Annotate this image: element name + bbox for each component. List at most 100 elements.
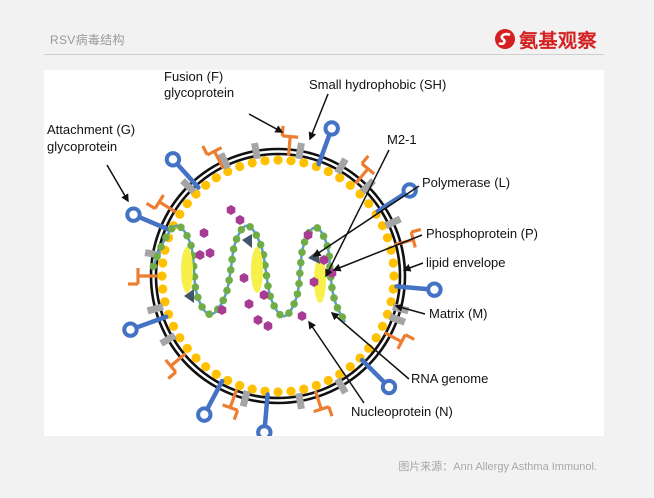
- callout-arrows: [106, 93, 426, 404]
- attachment-g-protein: [134, 314, 169, 330]
- fusion-f-arm: [410, 227, 422, 234]
- label-matrix: Matrix (M): [429, 306, 488, 321]
- phosphoprotein-p: [239, 273, 249, 283]
- sh-protein: [217, 152, 231, 170]
- polymerase-l: [242, 234, 252, 248]
- phosphoprotein-p: [205, 248, 215, 258]
- label-fusion-line1: Fusion (F): [164, 70, 223, 84]
- sh-protein: [334, 377, 349, 395]
- nucleoprotein-bead: [252, 231, 261, 239]
- nucleoprotein-bead: [270, 302, 278, 310]
- nucleoprotein-bead: [264, 282, 272, 290]
- header-divider: [44, 54, 604, 55]
- nucleoprotein-bead: [205, 310, 214, 319]
- label-lipid-envelope: lipid envelope: [426, 255, 506, 270]
- fusion-f-arm: [167, 370, 177, 380]
- fusion-f-arm: [360, 154, 370, 165]
- m2-1-protein: [314, 257, 326, 303]
- fusion-f-stem: [213, 150, 225, 169]
- matrix-bead: [388, 258, 398, 268]
- matrix-bead: [175, 333, 185, 343]
- label-phosphoprotein: Phosphoprotein (P): [426, 226, 538, 241]
- nucleoprotein-bead: [290, 300, 298, 308]
- sh-protein: [384, 215, 402, 229]
- label-fusion-line2: glycoprotein: [164, 85, 234, 100]
- attachment-g-protein: [175, 162, 201, 190]
- nucleoprotein-bead: [187, 241, 195, 250]
- image-source-caption: 图片来源：Ann Allergy Asthma Immunol.: [398, 461, 597, 473]
- arrow-rna-genome: [330, 312, 410, 380]
- nucleoprotein-bead: [285, 309, 293, 317]
- nucleoprotein-bead: [237, 225, 246, 234]
- matrix-bead: [273, 155, 283, 165]
- phosphoprotein-p: [259, 290, 269, 300]
- matrix-bead: [235, 380, 245, 391]
- fusion-f-arm: [327, 406, 334, 417]
- phosphoprotein-p: [303, 230, 313, 240]
- attachment-g-head: [256, 424, 273, 436]
- fusion-f-crossbar: [360, 162, 376, 176]
- phosphoprotein-p: [309, 277, 319, 287]
- sh-protein: [295, 392, 305, 410]
- matrix-bead: [311, 380, 321, 391]
- matrix-bead: [260, 156, 270, 166]
- fusion-f-crossbar: [313, 405, 330, 414]
- matrix-bead: [286, 386, 296, 396]
- fusion-f-stem: [384, 331, 403, 344]
- matrix-bead: [371, 333, 381, 343]
- arrow-fusion: [248, 113, 284, 133]
- sh-protein: [295, 142, 305, 160]
- matrix-bead: [201, 180, 211, 190]
- matrix-bead: [211, 369, 221, 379]
- fusion-f-stem: [228, 389, 239, 409]
- page-title: RSV病毒结构: [50, 33, 125, 47]
- matrix-bead: [335, 173, 345, 183]
- arrow-nucleoprotein: [308, 320, 365, 404]
- label-m2-1: M2-1: [387, 132, 417, 147]
- nucleoprotein-bead: [232, 235, 241, 243]
- arrow-polymerase: [312, 185, 420, 257]
- matrix-bead: [389, 271, 399, 281]
- m2-1-protein: [251, 247, 263, 293]
- brand-logo: 氨基观察: [494, 26, 597, 52]
- fusion-f-crossbar: [206, 146, 223, 157]
- matrix-bead: [158, 284, 168, 294]
- nucleoprotein-bead: [261, 261, 269, 270]
- phosphoprotein-p: [263, 321, 273, 331]
- nucleoprotein-bead: [198, 303, 206, 311]
- arrow-small-hydrophobic: [308, 93, 329, 141]
- matrix-bead: [345, 362, 355, 372]
- fusion-f-arm: [232, 409, 240, 421]
- fusion-f-stem: [354, 167, 370, 185]
- matrix-bead: [364, 199, 374, 209]
- fusion-f-crossbar: [282, 134, 299, 139]
- attachment-g-protein: [359, 357, 387, 385]
- phosphoprotein-p: [244, 299, 254, 309]
- matrix-bead: [223, 375, 233, 386]
- arrow-attachment: [106, 164, 129, 203]
- phosphoprotein-p: [253, 315, 263, 325]
- rsv-structure-diagram: Fusion (F) glycoprotein Attachment (G) g…: [47, 70, 538, 436]
- phosphoprotein-p: [217, 305, 227, 315]
- matrix-bead: [211, 173, 221, 183]
- nucleoprotein-bead: [229, 245, 238, 253]
- attachment-g-head: [380, 378, 398, 396]
- matrix-bead: [386, 297, 396, 307]
- arrow-matrix: [394, 303, 426, 315]
- matrix-bead: [160, 297, 170, 307]
- nucleoprotein-bead: [266, 292, 275, 301]
- label-polymerase: Polymerase (L): [422, 175, 510, 190]
- matrix-bead: [175, 209, 185, 219]
- m2-1-protein: [181, 247, 193, 293]
- fusion-f-arm: [404, 333, 415, 341]
- matrix-bead: [235, 161, 245, 172]
- callout-labels: Fusion (F) glycoprotein Attachment (G) g…: [47, 70, 538, 419]
- matrix-bead: [201, 362, 211, 372]
- nucleoprotein-bead: [167, 224, 176, 233]
- matrix-bead: [382, 309, 393, 319]
- arrow-lipid-envelope: [402, 262, 424, 272]
- matrix-bead: [158, 258, 168, 268]
- nucleoprotein-bead: [256, 240, 265, 249]
- nucleoprotein-bead: [333, 304, 342, 312]
- nucleoprotein-bead: [338, 313, 347, 321]
